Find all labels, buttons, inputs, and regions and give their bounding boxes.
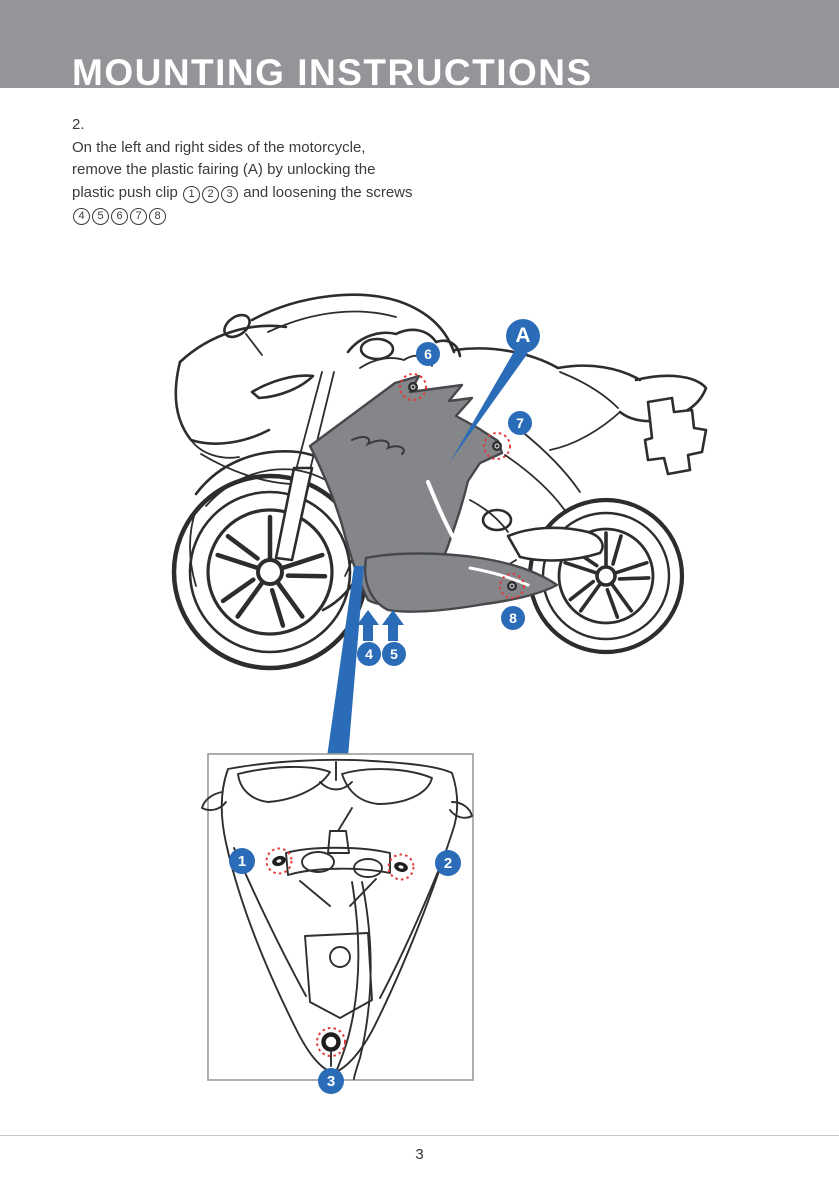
- leader-line-to-detail-box: [327, 566, 364, 757]
- instruction-line-1: On the left and right sides of the motor…: [72, 138, 366, 156]
- tank-seat-tail: [453, 347, 708, 513]
- screw-8-highlight: [499, 573, 525, 599]
- callout-a: A: [506, 319, 540, 353]
- page-number: 3: [415, 1146, 424, 1163]
- callout-7: 7: [508, 411, 532, 435]
- nose-fairing: [174, 324, 315, 485]
- screw-6-icon: [408, 382, 418, 392]
- callout-8: 8: [501, 606, 525, 630]
- handlebar-cluster: [346, 328, 462, 369]
- instruction-text: 2. On the left and right sides of the mo…: [72, 114, 492, 227]
- circled-number: 3: [221, 185, 239, 203]
- clip-2-highlight: [387, 853, 415, 881]
- front-wheel: [171, 473, 369, 671]
- belly-highlight: [468, 566, 530, 587]
- callout-6: 6: [416, 342, 440, 366]
- screw-7-highlight: [483, 432, 511, 460]
- circled-number: 1: [183, 185, 201, 203]
- clip-1-highlight: [265, 847, 293, 875]
- leader-line-a: [450, 350, 528, 462]
- detail-box: [201, 753, 474, 1081]
- callout-1: 1: [229, 848, 255, 874]
- belly-pan: [363, 552, 559, 613]
- circled-number: 8: [149, 208, 166, 225]
- circled-number: 5: [92, 208, 109, 225]
- motorcycle-drawing: [171, 293, 708, 671]
- callout-3: 3: [318, 1068, 344, 1094]
- screw-6-highlight: [399, 373, 427, 401]
- callout-5: 5: [382, 642, 406, 666]
- circled-number: 2: [202, 185, 220, 203]
- fairing-grip-detail: [351, 436, 405, 455]
- circled-number: 7: [130, 208, 147, 225]
- fairing-highlight: [426, 480, 462, 551]
- instruction-line-2: remove the plastic fairing (A) by unlock…: [72, 161, 376, 178]
- windscreen: [250, 293, 456, 354]
- screw-7-icon: [492, 441, 502, 451]
- callout-4: 4: [357, 642, 381, 666]
- arrow-up-4: [357, 610, 379, 641]
- rear-bracket: [643, 396, 708, 476]
- clip-3-icon: [321, 1032, 341, 1067]
- circled-number: 6: [111, 208, 128, 225]
- clip-2-icon: [394, 862, 408, 872]
- page-title: MOUNTING INSTRUCTIONS: [72, 52, 593, 88]
- arrow-up-5: [382, 610, 404, 641]
- footer-divider: [0, 1135, 839, 1136]
- screw-8-icon: [507, 581, 517, 591]
- circled-number: 4: [73, 208, 90, 225]
- clip-3-highlight: [316, 1027, 346, 1057]
- callout-2: 2: [435, 850, 461, 876]
- header-band: MOUNTING INSTRUCTIONS: [0, 0, 839, 88]
- rear-wheel: [527, 497, 685, 655]
- step-number: 2.: [72, 116, 85, 133]
- clip-1-icon: [272, 855, 286, 867]
